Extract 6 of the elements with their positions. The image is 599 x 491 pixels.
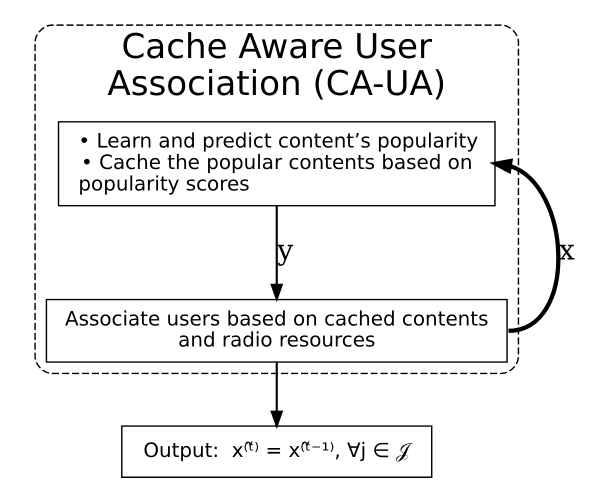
arrow <box>270 206 284 302</box>
arrow <box>270 362 284 430</box>
node-box: Output: x⁽ᵗ̃⁾ = x⁽ᵗ̃⁻¹⁾, ∀j ∈ 𝒥 <box>121 425 432 478</box>
arrow <box>489 158 560 333</box>
node-box: Associate users based on cached contents and radio resources <box>46 298 508 363</box>
node-box: • Learn and predict content’s popularity • Cache the popular contents based on popularity scores <box>58 121 496 206</box>
